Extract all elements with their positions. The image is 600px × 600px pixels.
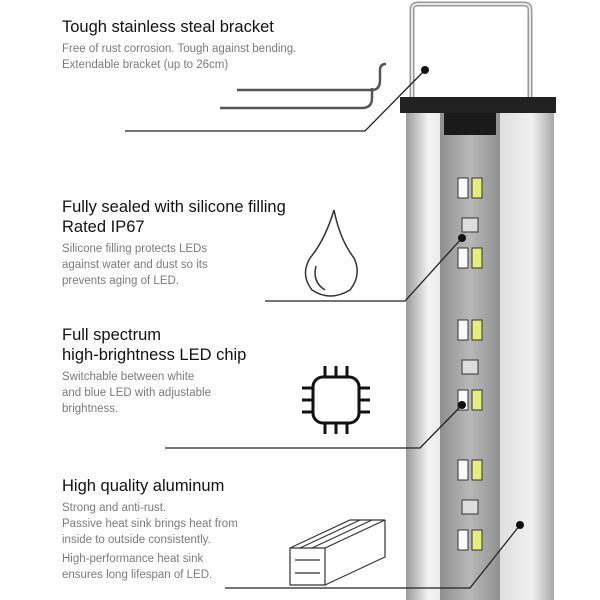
led [457,459,469,481]
callout-dots [421,66,524,529]
feature-title: High quality aluminum [62,477,225,495]
feature-title: Full spectrum [62,326,162,344]
feature-desc: inside to outside consistently. [62,534,211,546]
aluminum-profile-icon [289,519,386,586]
bracket-icon [220,62,387,110]
feature-desc: ensures long lifespan of LED. [62,569,213,581]
feature-desc: Extendable bracket (up to 26cm) [62,59,229,71]
led [457,247,469,269]
feature-title: Rated IP67 [62,218,145,236]
feature-desc: and blue LED with adjustable [62,387,211,399]
feature-title: Fully sealed with silicone filling [62,198,286,216]
led-strip [440,113,500,600]
led [461,217,479,233]
led-chips [457,177,483,551]
feature-desc: Switchable between white [62,371,195,383]
feature-desc: Strong and anti-rust. [62,502,167,514]
feature-bracket: Tough stainless steal bracket Free of ru… [62,17,296,73]
feature-desc: against water and dust so its [62,259,208,271]
feature-desc: Passive heat sink brings heat from [62,518,238,530]
led [471,177,483,199]
water-drop-icon [304,209,358,297]
feature-desc: prevents aging of LED. [62,275,179,287]
feature-desc: High-performance heat sink [62,553,204,565]
feature-desc: Silicone filling protects LEDs [62,243,208,255]
led [457,319,469,341]
callout-lines [125,69,521,589]
end-cap [400,97,556,113]
feature-desc: Free of rust corrosion. Tough against be… [62,43,297,55]
led [457,177,469,199]
feature-title: high-brightness LED chip [62,346,247,364]
bracket [409,1,533,100]
feature-title: Tough stainless steal bracket [62,18,274,36]
led [461,499,479,515]
feature-sealed: Fully sealed with silicone filling Rated… [62,197,286,289]
feature-aluminum: High quality aluminum Strong and anti-ru… [62,476,238,583]
led [471,459,483,481]
led [471,529,483,551]
led [461,359,479,375]
chip-icon [302,366,370,434]
led [471,319,483,341]
led [471,389,483,411]
feature-led-chip: Full spectrum high-brightness LED chip S… [62,325,246,417]
feature-desc: brightness. [62,403,119,415]
led [457,529,469,551]
led [471,247,483,269]
led [457,389,469,411]
